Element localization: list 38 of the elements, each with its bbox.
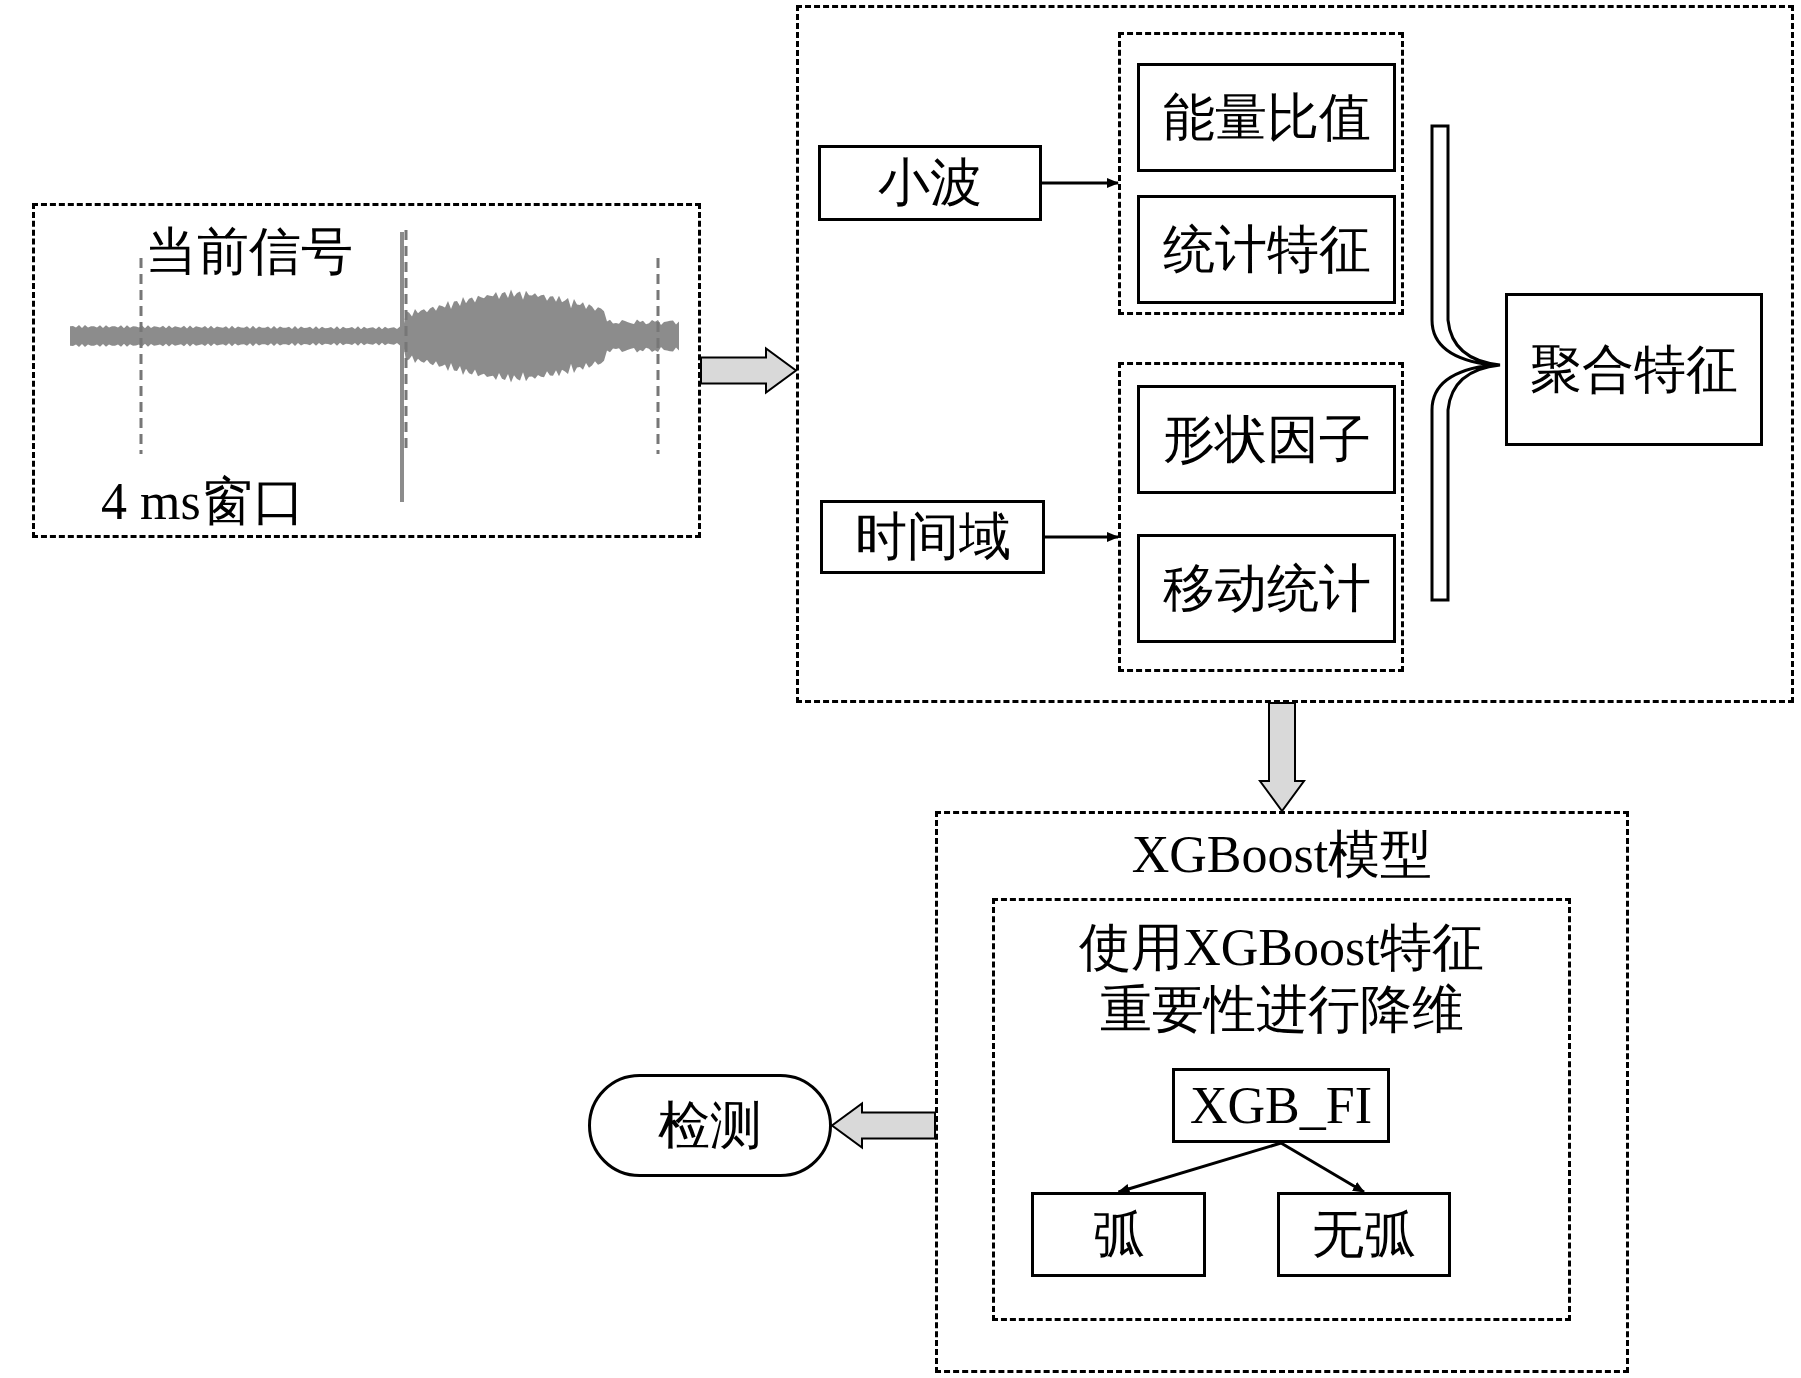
panel-title: 当前信号 [145, 226, 353, 278]
block-arrow [700, 346, 798, 395]
dashed-group-box [1118, 32, 1404, 315]
panel-title: XGBoost模型 [1130, 825, 1434, 885]
block-arrow [1258, 702, 1306, 813]
dashed-panel [32, 203, 701, 538]
window-label: 4 ms窗口 [101, 476, 305, 528]
arrow [1280, 1141, 1365, 1194]
block-arrow [830, 1101, 936, 1150]
box-label: 形状因子 [1162, 413, 1371, 466]
box-label: 移动统计 [1162, 562, 1371, 615]
box-label: XGB_FI [1190, 1079, 1372, 1132]
process-box [1172, 1068, 1390, 1143]
arrow [1117, 1141, 1282, 1194]
process-box [1137, 534, 1396, 643]
box-label: 弧 [1092, 1208, 1145, 1261]
box-label: 能量比值 [1162, 91, 1371, 144]
box-label: 统计特征 [1162, 223, 1371, 276]
process-box [1137, 63, 1396, 172]
process-box [820, 500, 1045, 574]
process-box [1137, 385, 1396, 494]
process-box [818, 145, 1042, 221]
box-label: 无弧 [1312, 1208, 1416, 1261]
process-box [1505, 293, 1763, 446]
box-label: 时间域 [854, 511, 1011, 563]
box-label: 聚合特征 [1530, 343, 1738, 396]
box-label: 检测 [658, 1099, 762, 1152]
dashed-group-box [796, 5, 1794, 703]
arrow [1045, 532, 1119, 542]
arrow [1042, 178, 1119, 188]
dashed-panel [992, 898, 1571, 1321]
dashed-panel [935, 811, 1629, 1373]
dashed-group-box [1118, 362, 1404, 672]
process-box [1277, 1192, 1451, 1277]
box-label: 小波 [878, 157, 982, 209]
process-box [1031, 1192, 1206, 1277]
process-box [1137, 195, 1396, 304]
panel-title: 使用XGBoost特征重要性进行降维 [1078, 918, 1485, 1040]
